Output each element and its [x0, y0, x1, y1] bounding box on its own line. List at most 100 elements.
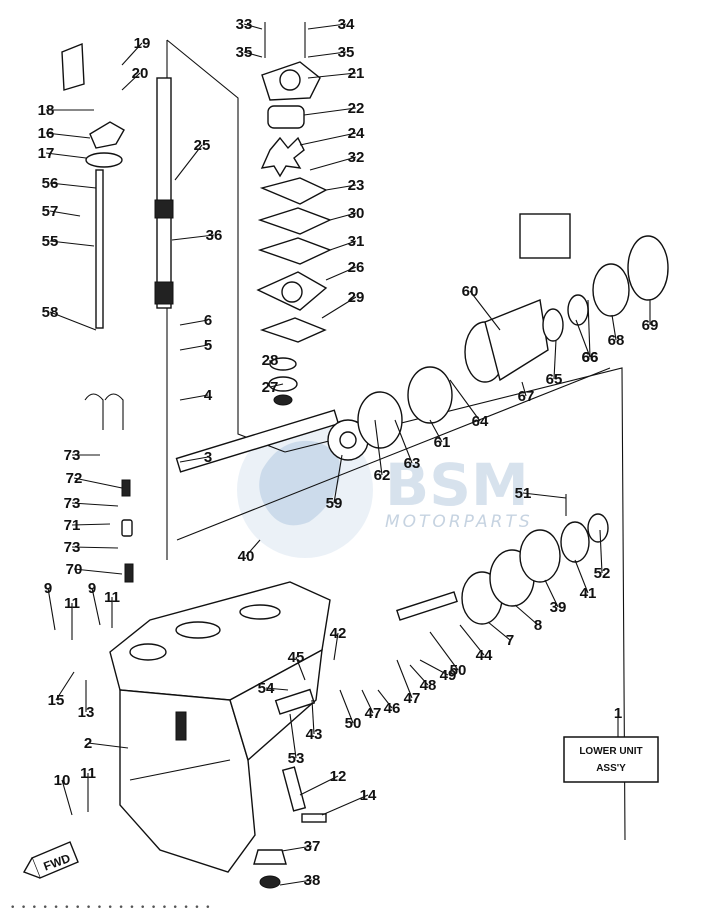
callout-number: 21 — [348, 65, 365, 82]
callout-leader — [49, 311, 97, 331]
title-box-line2: ASS'Y — [596, 763, 626, 774]
callout-number: 43 — [306, 726, 323, 743]
callout-number: 41 — [580, 585, 597, 602]
callout-leader — [429, 631, 459, 671]
callout-leader — [245, 539, 261, 557]
callout-leader — [514, 604, 539, 626]
callout-leader — [87, 742, 129, 749]
callout-number: 47 — [404, 690, 421, 707]
callout-leader — [49, 240, 95, 247]
callout-number: 19 — [134, 35, 151, 52]
callout-leader — [307, 72, 357, 79]
callout-number: 64 — [472, 413, 489, 430]
callout-number: 45 — [288, 649, 305, 666]
callout-leader — [361, 689, 374, 714]
callout-leader — [429, 419, 443, 443]
callout-number: 51 — [515, 485, 532, 502]
callout-number: 11 — [64, 595, 80, 612]
callout-number: 70 — [66, 561, 83, 578]
callout-number: 35 — [338, 44, 355, 61]
callout-leader — [339, 689, 354, 724]
callout-leader — [281, 845, 313, 852]
callout-leader — [307, 23, 347, 30]
callout-number: 14 — [360, 787, 377, 804]
callout-number: 62 — [374, 467, 391, 484]
callout-number: 8 — [534, 617, 542, 634]
callout-leader — [289, 713, 297, 759]
callout-leader — [47, 587, 56, 631]
callout-leader — [45, 132, 91, 139]
callout-leader — [329, 240, 357, 251]
callout-number: 57 — [42, 203, 59, 220]
callout-number: 15 — [48, 692, 65, 709]
callout-leader — [71, 523, 111, 526]
callout-number: 31 — [348, 233, 365, 250]
callout-number: 54 — [258, 680, 275, 697]
callout-number: 7 — [506, 632, 514, 649]
callout-number: 18 — [38, 102, 55, 119]
callout-leader — [91, 587, 101, 626]
callout-leader — [243, 23, 263, 30]
callout-number: 50 — [450, 662, 467, 679]
callout-number: 66 — [582, 349, 599, 366]
callout-leader — [419, 659, 449, 676]
callout-number: 12 — [330, 768, 347, 785]
callout-leader — [299, 775, 339, 796]
callout-leader — [575, 319, 591, 358]
callout-leader — [243, 51, 263, 58]
callout-leader — [171, 234, 215, 241]
footer-text: • • • • • • • • • • • • • • • • • • • — [10, 903, 210, 913]
callout-number: 4 — [204, 387, 213, 404]
callout-leader — [311, 699, 315, 735]
callout-leader — [544, 579, 559, 608]
callout-leader — [71, 546, 119, 549]
callout-number: 35 — [236, 44, 253, 61]
callout-leader — [321, 794, 369, 816]
callout-number: 73 — [64, 539, 81, 556]
callout-number: 56 — [42, 175, 59, 192]
callout-number: 22 — [348, 100, 365, 117]
callout-leader — [396, 659, 413, 699]
callout-leader — [325, 184, 357, 191]
callout-number: 67 — [518, 388, 535, 405]
callout-leader — [459, 624, 485, 656]
callout-leader — [303, 107, 357, 116]
callout-number: 44 — [476, 647, 493, 664]
title-box-line1: LOWER UNIT — [579, 746, 642, 757]
shift-components — [61, 42, 134, 583]
water-pump-assembly — [256, 22, 332, 406]
watermark-subtitle: MOTORPARTS — [385, 512, 533, 532]
callout-number: 47 — [365, 705, 382, 722]
callout-leader — [265, 687, 289, 691]
title-box: LOWER UNIT ASS'Y — [563, 736, 659, 783]
callout-number: 52 — [594, 565, 611, 582]
callout-number: 25 — [194, 137, 211, 154]
watermark-brand: BSM — [385, 451, 529, 519]
callout-number: 50 — [345, 715, 362, 732]
callout-number: 9 — [44, 580, 52, 597]
callout-leader — [174, 144, 203, 181]
callout-leader — [307, 51, 347, 58]
callout-number: 49 — [440, 667, 457, 684]
callout-leader — [179, 394, 209, 401]
callout-number: 53 — [288, 750, 305, 767]
callout-number: 63 — [404, 455, 421, 472]
callout-leader — [587, 299, 591, 358]
callout-leader — [299, 132, 357, 146]
callout-leader — [49, 182, 97, 189]
callout-leader — [179, 344, 209, 351]
callout-number: 20 — [132, 65, 149, 82]
callout-number: 24 — [348, 125, 365, 142]
callout-leader — [553, 339, 557, 380]
callout-number: 73 — [64, 495, 81, 512]
callout-number: 10 — [54, 772, 71, 789]
callout-leader — [522, 492, 567, 499]
callout-number: 26 — [348, 259, 365, 276]
lower-casing — [109, 581, 331, 873]
callout-number: 29 — [348, 289, 365, 306]
callout-leader — [73, 568, 123, 575]
shift-rod — [95, 169, 104, 329]
callout-number: 1 — [614, 705, 622, 722]
